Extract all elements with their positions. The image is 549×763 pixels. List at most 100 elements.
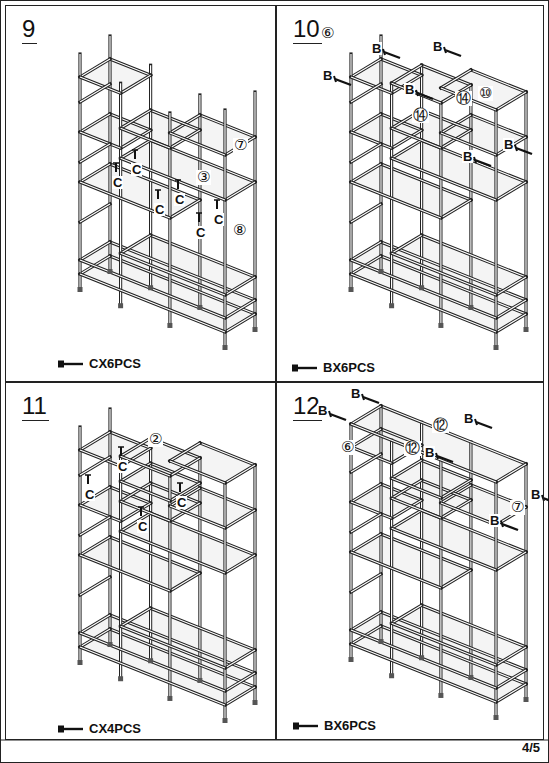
frame-tube-inner bbox=[351, 164, 381, 182]
frame-tube-inner bbox=[80, 647, 225, 705]
frame-tube bbox=[471, 115, 526, 137]
screw-c bbox=[115, 163, 117, 172]
shelf-panel bbox=[351, 406, 526, 482]
frame-tube-inner bbox=[80, 164, 110, 182]
bolt-b bbox=[516, 148, 532, 154]
frame-tube bbox=[392, 140, 422, 158]
frame-tube-inner bbox=[470, 85, 471, 306]
frame-tube-inner bbox=[351, 114, 381, 132]
bolt-head bbox=[362, 394, 364, 400]
frame-tube bbox=[349, 54, 352, 288]
frame-tube-inner bbox=[441, 480, 471, 498]
frame-tube-inner bbox=[110, 164, 200, 200]
foot bbox=[253, 327, 258, 332]
frame-tube-inner bbox=[392, 128, 441, 148]
bolt-head bbox=[416, 90, 418, 96]
frame-tube bbox=[200, 443, 255, 465]
frame-tube bbox=[351, 84, 381, 102]
screw-label: C bbox=[195, 226, 206, 239]
frame-tube bbox=[121, 235, 151, 253]
frame-tube bbox=[223, 483, 226, 719]
screw-icon bbox=[64, 363, 83, 365]
frame-tube bbox=[80, 132, 121, 148]
frame-tube bbox=[496, 182, 526, 200]
frame-tube-inner bbox=[120, 456, 121, 677]
foot bbox=[494, 715, 499, 720]
callout-number: ③ bbox=[196, 170, 211, 185]
frame-tube-inner bbox=[121, 501, 170, 521]
callout-number: ⑧ bbox=[232, 223, 247, 238]
screw-label: B bbox=[463, 412, 474, 425]
foot bbox=[253, 700, 258, 705]
screw-icon-head bbox=[292, 365, 298, 372]
frame-tube bbox=[225, 137, 255, 155]
screw-c bbox=[87, 475, 89, 484]
foot bbox=[438, 323, 443, 328]
screw-label: B bbox=[503, 138, 514, 151]
frame-tube-inner bbox=[421, 65, 422, 286]
frame-tube-inner bbox=[80, 242, 110, 260]
screw-head bbox=[175, 179, 181, 181]
frame-tube bbox=[121, 501, 170, 521]
frame-tube bbox=[392, 510, 422, 528]
foot bbox=[438, 693, 443, 698]
screw-head bbox=[214, 199, 220, 201]
frame-tube-inner bbox=[121, 253, 225, 295]
frame-tube bbox=[381, 256, 526, 314]
frame-tube-inner bbox=[150, 65, 151, 286]
frame-tube bbox=[121, 110, 151, 128]
screw-head bbox=[196, 212, 202, 214]
frame-tube bbox=[121, 75, 151, 93]
frame-tube bbox=[121, 128, 170, 148]
screw-label: B bbox=[322, 69, 333, 82]
frame-tube bbox=[225, 673, 255, 691]
frame-tube bbox=[225, 465, 255, 483]
screw-head bbox=[177, 482, 183, 484]
shelf-panel bbox=[441, 70, 526, 110]
foot bbox=[524, 697, 529, 702]
frame-tube-inner bbox=[381, 242, 526, 300]
bolt-head bbox=[329, 411, 331, 417]
frame-tube bbox=[225, 650, 255, 668]
frame-tube-inner bbox=[392, 235, 422, 253]
frame-tube bbox=[253, 92, 256, 328]
foot bbox=[148, 285, 153, 290]
screw-icon bbox=[64, 728, 83, 730]
frame-tube-inner bbox=[392, 140, 422, 158]
frame-tube-inner bbox=[351, 274, 496, 332]
frame-tube bbox=[392, 128, 441, 148]
frame-tube bbox=[441, 503, 496, 525]
foot bbox=[223, 345, 228, 350]
frame-tube-inner bbox=[392, 478, 441, 498]
bolt-b bbox=[476, 422, 492, 428]
frame-tube-inner bbox=[80, 144, 110, 162]
frame-tube bbox=[390, 440, 393, 674]
frame-tube-inner bbox=[381, 164, 471, 200]
frame-tube bbox=[200, 115, 255, 137]
frame-tube bbox=[422, 480, 471, 500]
frame-tube bbox=[351, 164, 381, 182]
frame-tube-inner bbox=[225, 300, 255, 318]
frame-tube bbox=[392, 528, 496, 570]
step-panel: 9CX6PCS bbox=[5, 5, 276, 382]
frame-tube-inner bbox=[351, 204, 381, 222]
frame-tube-inner bbox=[225, 137, 255, 155]
frame-tube bbox=[441, 570, 471, 588]
screw-c bbox=[179, 483, 181, 492]
frame-tube bbox=[80, 647, 225, 705]
foot bbox=[524, 327, 529, 332]
bolt-b bbox=[502, 524, 518, 530]
frame-tube bbox=[392, 478, 441, 498]
frame-tube bbox=[80, 505, 121, 521]
frame-tube bbox=[494, 110, 497, 346]
frame-tube-inner bbox=[381, 256, 526, 314]
shelf-frame bbox=[349, 406, 529, 720]
frame-tube bbox=[379, 36, 382, 270]
frame-tube bbox=[439, 103, 442, 324]
frame-tube-inner bbox=[170, 573, 200, 591]
bolt-b bbox=[475, 160, 491, 166]
frame-tube bbox=[351, 514, 381, 532]
frame-tube bbox=[80, 487, 110, 505]
frame-tube-inner bbox=[351, 514, 381, 532]
frame-tube-inner bbox=[110, 615, 255, 673]
